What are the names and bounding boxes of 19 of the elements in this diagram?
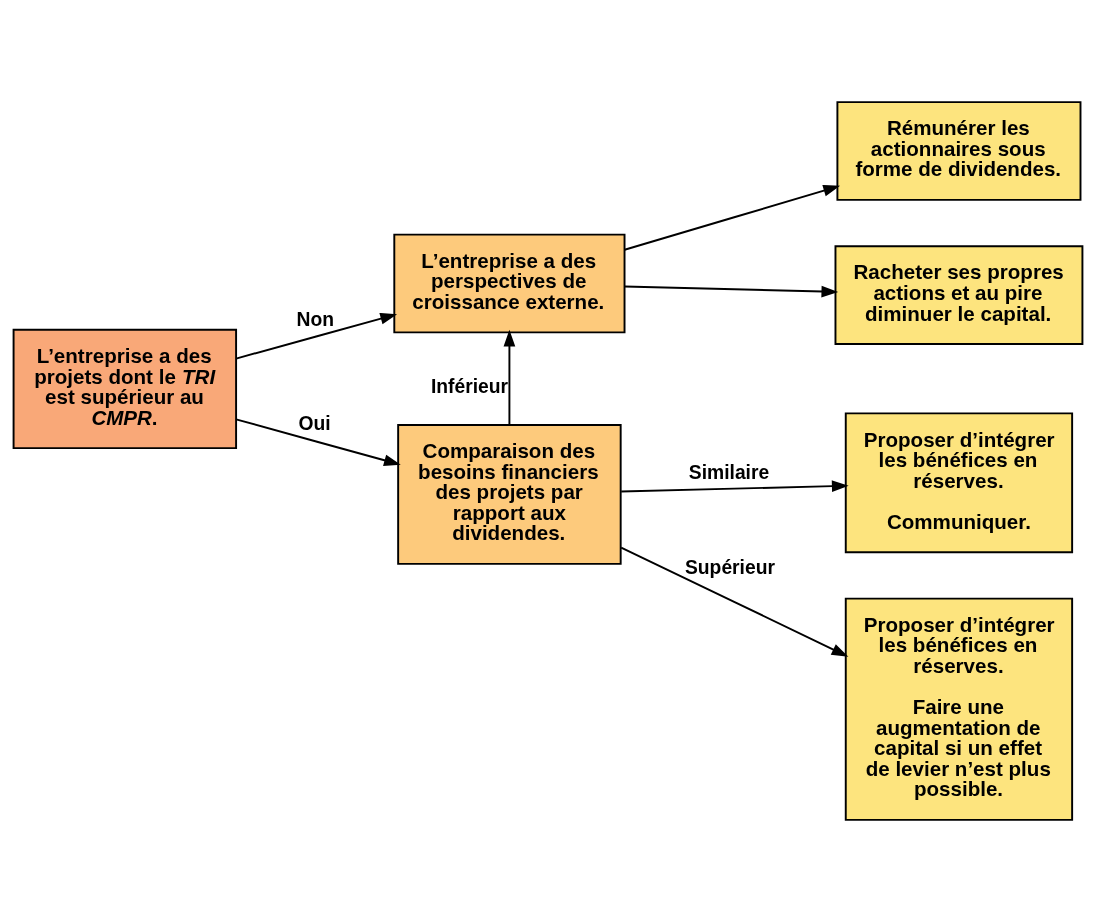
edge-label: Similaire bbox=[688, 462, 770, 484]
arrow bbox=[620, 546, 849, 657]
node-box: Proposer d’intégrer les bénéfices en réserves. Communiquer. bbox=[844, 412, 1074, 554]
edge-label: Oui bbox=[298, 413, 331, 435]
node-box: Racheter ses propres actions et au pire diminuer le capital. bbox=[834, 245, 1084, 345]
node-box: Comparaison des besoins financiers des projets par rapport aux dividendes. bbox=[397, 424, 622, 565]
arrow bbox=[620, 480, 849, 493]
arrow bbox=[503, 329, 516, 426]
arrow bbox=[623, 185, 841, 251]
arrow bbox=[235, 418, 401, 466]
edge-label: Non bbox=[296, 308, 335, 330]
edge-label: Inférieur bbox=[430, 376, 509, 398]
arrow bbox=[235, 312, 398, 360]
edge-label: Supérieur bbox=[684, 557, 775, 579]
arrow bbox=[623, 285, 839, 298]
node-box: L’entreprise a des perspectives de croissance externe. bbox=[393, 233, 626, 334]
node-box: Proposer d’intégrer les bénéfices en réserves. Faire une augmentation de capital si un effet de levier n’est plus possible. bbox=[844, 597, 1074, 821]
node-box: L’entreprise a des projets dont le TRI est supérieur au CMPR. bbox=[12, 328, 238, 450]
node-box: Rémunérer les actionnaires sous forme de dividendes. bbox=[836, 101, 1082, 201]
